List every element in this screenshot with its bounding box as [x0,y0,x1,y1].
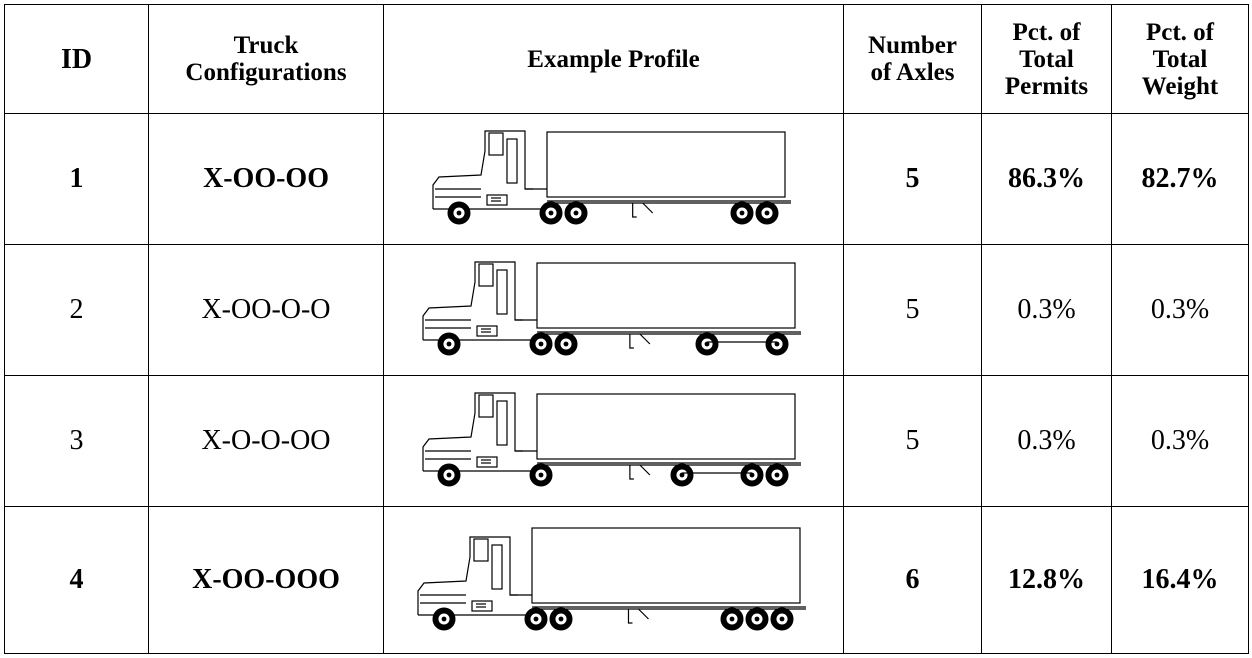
table-row: 3 X-O-O-OO 5 0.3% 0.3% [4,375,1249,507]
table-row: 4 X-OO-OOO 6 12.8% 16.4% [4,506,1249,654]
row-pct-weight: 82.7% [1111,113,1249,245]
wheel-icon [549,607,572,631]
wheel-icon [770,607,793,631]
row-pct-weight: 16.4% [1111,506,1249,654]
wheel-icon [720,607,743,631]
wheel-icon [539,201,562,225]
wheel-icon [755,201,778,225]
table-row: 1 X-OO-OO 5 86.3% 82.7% [4,113,1249,245]
truck-profile-icon [416,527,806,631]
wheel-icon [765,463,788,487]
wheel-icon [524,607,547,631]
row-id: 1 [4,113,149,245]
row-axles: 5 [843,244,982,376]
truck-profile-icon [421,392,801,487]
row-pct-permits: 0.3% [981,244,1112,376]
wheel-icon [529,332,552,356]
truck-profile-icon [431,130,791,225]
table-row: 2 X-OO-O-O 5 0.3% 0.3% [4,244,1249,376]
row-id: 4 [4,506,149,654]
id-header: ID [4,4,149,114]
row-id: 3 [4,375,149,507]
row-pct-permits: 0.3% [981,375,1112,507]
row-config: X-OO-O-O [148,244,384,376]
row-pct-weight: 0.3% [1111,244,1249,376]
row-pct-permits: 86.3% [981,113,1112,245]
row-axles: 5 [843,375,982,507]
row-config: X-O-O-OO [148,375,384,507]
wheel-icon [447,201,470,225]
wheel-icon [730,201,753,225]
row-pct-weight: 0.3% [1111,375,1249,507]
row-profile [383,506,844,654]
row-profile [383,244,844,376]
row-profile [383,113,844,245]
wheel-icon [437,332,460,356]
wheel-icon [765,332,788,356]
row-config: X-OO-OO [148,113,384,245]
wheel-icon [432,607,455,631]
wheel-icon [695,332,718,356]
wheel-icon [745,607,768,631]
wheel-icon [554,332,577,356]
wheel-icon [437,463,460,487]
wheel-icon [564,201,587,225]
wheel-icon [670,463,693,487]
truck-profile-icon [421,261,801,356]
row-config: X-OO-OOO [148,506,384,654]
wheel-icon [740,463,763,487]
row-pct-permits: 12.8% [981,506,1112,654]
profile-header: Example Profile [383,4,844,114]
row-profile [383,375,844,507]
row-id: 2 [4,244,149,376]
row-axles: 5 [843,113,982,245]
row-axles: 6 [843,506,982,654]
wheel-icon [529,463,552,487]
